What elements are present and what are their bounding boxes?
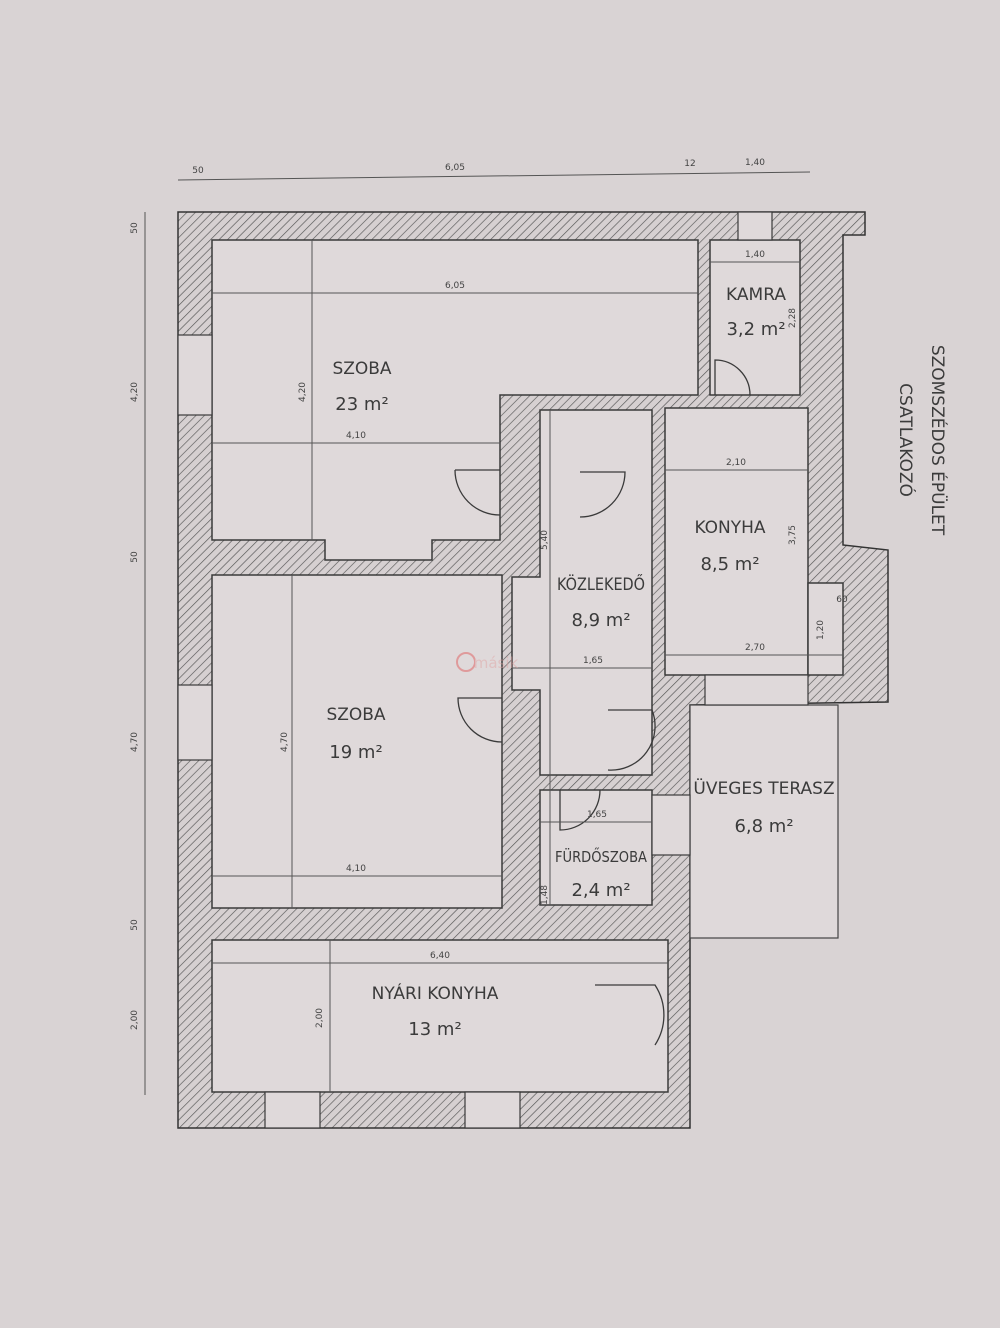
dim-szoba1-h: 4,20	[298, 382, 308, 402]
dimension-lines	[144, 171, 843, 1095]
room-label-kozlekedo: KÖZLEKEDŐ	[557, 573, 645, 595]
dim-top-3: 1,40	[745, 158, 765, 168]
room-label-terasz: ÜVEGES TERASZ	[693, 777, 834, 799]
room-nyari-konyha	[211, 939, 669, 1093]
dim-left-3: 4,70	[130, 732, 140, 752]
room-konyha	[664, 407, 809, 676]
room-area-furdoszoba: 2,4 m²	[571, 880, 630, 901]
room-area-nyari-konyha: 13 m²	[408, 1019, 461, 1040]
doors	[454, 359, 751, 1046]
dim-top-2: 12	[684, 159, 695, 169]
room-label-kamra: KAMRA	[726, 285, 786, 305]
room-area-szoba-1: 23 m²	[335, 394, 388, 415]
room-furdoszoba	[539, 789, 653, 906]
room-area-kamra: 3,2 m²	[726, 319, 785, 340]
room-konyha-niche	[807, 582, 844, 676]
dim-top-1: 6,05	[445, 163, 465, 173]
room-szoba-2	[211, 574, 503, 909]
room-kamra	[709, 239, 801, 396]
dim-konyha-h: 3,75	[788, 525, 798, 545]
dim-szoba2-w: 4,10	[346, 864, 366, 874]
room-label-furdoszoba: FÜRDŐSZOBA	[555, 846, 648, 866]
room-area-kozlekedo: 8,9 m²	[571, 610, 630, 631]
room-label-szoba-2: SZOBA	[326, 705, 385, 725]
side-note-line-2: SZOMSZÉDOS ÉPÜLET	[927, 345, 949, 536]
dim-left-0: 50	[130, 222, 140, 234]
room-area-konyha: 8,5 m²	[700, 554, 759, 575]
dim-top-0: 50	[192, 166, 204, 176]
watermark: másik	[456, 652, 519, 672]
terrace-area	[689, 704, 839, 939]
dim-furdo-h: 1,48	[540, 885, 550, 905]
watermark-logo-icon	[456, 652, 476, 672]
dim-nyari-w: 6,40	[430, 951, 450, 961]
dim-kamra-h: 2,28	[788, 308, 798, 328]
dim-left-5: 2,00	[130, 1010, 140, 1030]
room-label-nyari-konyha: NYÁRI KONYHA	[372, 982, 499, 1004]
dim-szoba2-h: 4,70	[280, 732, 290, 752]
side-note-line-1: CSATLAKOZÓ	[895, 383, 917, 497]
dim-furdo-w: 1,65	[587, 810, 607, 820]
dim-konyha-w: 2,10	[726, 458, 746, 468]
dim-konyha-w2: 2,70	[745, 643, 765, 653]
room-kozlekedo	[511, 409, 653, 776]
room-szoba-1	[211, 239, 699, 561]
dim-small-h: 1,20	[816, 620, 826, 640]
dim-left-1: 4,20	[130, 382, 140, 402]
dim-kozl-h: 5,40	[540, 530, 550, 550]
windows	[177, 211, 809, 1129]
dim-nyari-h: 2,00	[315, 1008, 325, 1028]
room-label-konyha: KONYHA	[694, 518, 765, 538]
dim-small-w: 60	[836, 595, 848, 605]
dim-left-2: 50	[130, 551, 140, 563]
watermark-text: másik	[474, 654, 519, 672]
dim-left-4: 50	[130, 919, 140, 931]
dim-szoba1-w2: 4,10	[346, 431, 366, 441]
room-area-szoba-2: 19 m²	[329, 742, 382, 763]
dim-kamra-w: 1,40	[745, 250, 765, 260]
dim-kozl-w: 1,65	[583, 656, 603, 666]
dim-szoba1-w: 6,05	[445, 281, 465, 291]
room-label-szoba-1: SZOBA	[332, 359, 391, 379]
room-area-terasz: 6,8 m²	[734, 816, 793, 837]
